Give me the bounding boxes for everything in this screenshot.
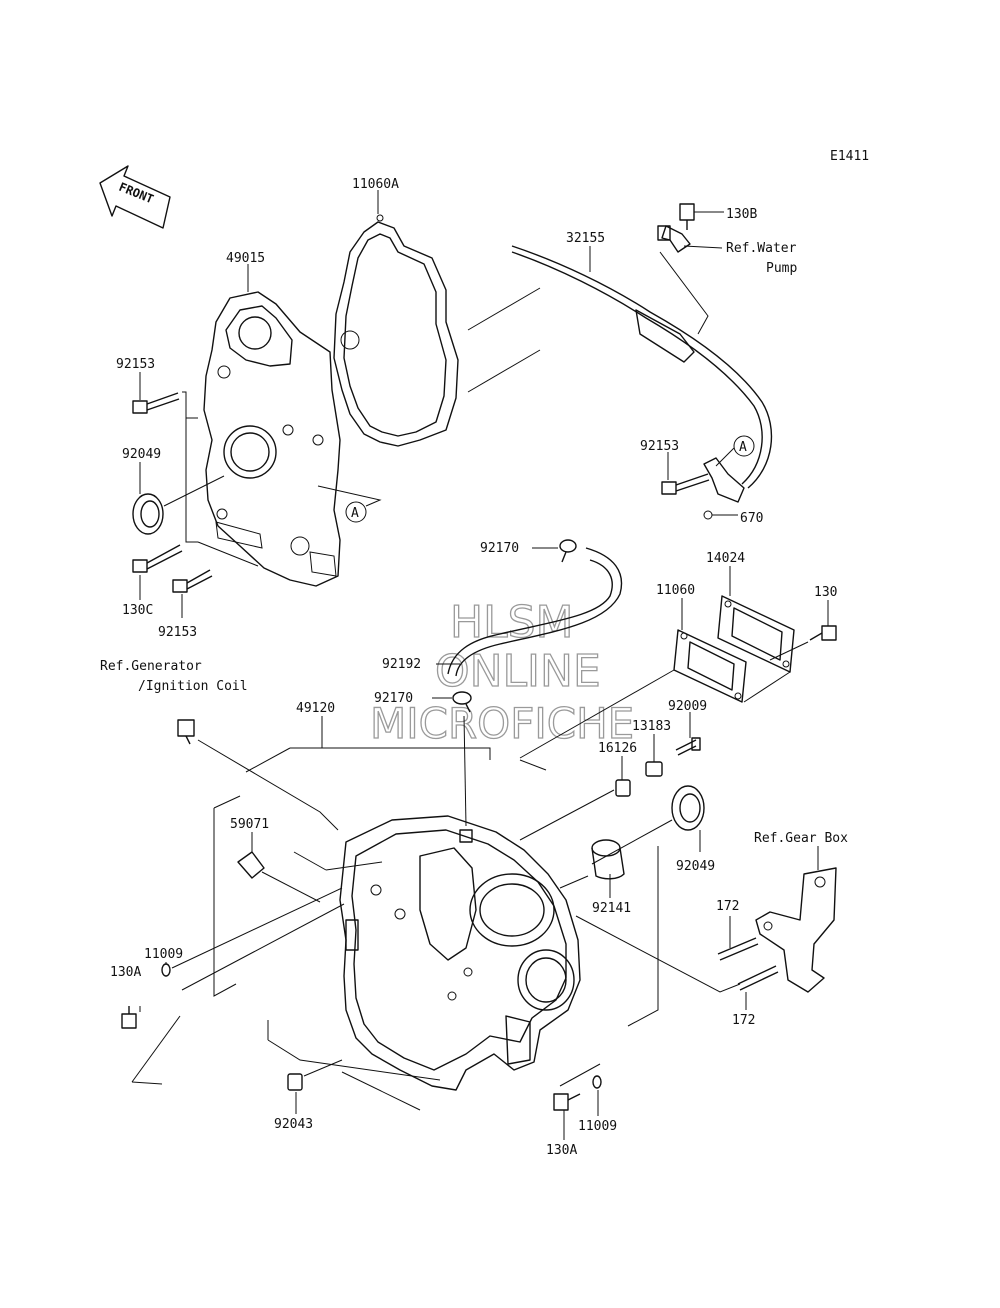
label-130c: 130C [122,603,153,618]
clamp-ref-water-pump [657,225,691,253]
label-92049-a: 92049 [122,447,161,462]
front-label: FRONT [117,180,156,207]
washer-11009-left [161,963,171,977]
bolt-130 [809,625,837,641]
label-13183: 13183 [632,719,671,734]
label-92153-b: 92153 [640,439,679,454]
clamp-92170-upper [559,539,577,563]
label-172-b: 172 [732,1013,755,1028]
gasket-11060 [673,629,747,703]
watermark-line3: MICROFICHE [370,699,634,748]
label-11060: 11060 [656,583,695,598]
gasket-14024 [717,595,795,673]
label-11060a: 11060A [352,177,399,192]
label-130a-a: 130A [110,965,141,980]
label-172-a: 172 [716,899,739,914]
callout-a-left: A [351,506,359,521]
hose-92192 [447,547,623,677]
dowel-92043 [287,1073,303,1091]
label-59071: 59071 [230,817,269,832]
label-92170-a: 92170 [480,541,519,556]
oil-screen-59071 [237,851,265,879]
label-670: 670 [740,511,763,526]
stud-172-upper [717,937,759,961]
label-ref-gear-box: Ref.Gear Box [754,831,848,846]
bolt-92153-lower [172,569,213,593]
clamp-92170-lower [452,691,472,713]
bolt-130b [679,203,695,230]
bolt-92153-upper [132,392,180,414]
bolt-92153-right [661,473,710,495]
label-49015: 49015 [226,251,265,266]
callout-a-right: A [739,440,747,455]
label-49120: 49120 [296,701,335,716]
front-cover-49015 [203,291,341,587]
watermark: HLSM ONLINE MICROFICHE [369,596,634,748]
bolt-130c [132,544,183,573]
label-92009: 92009 [668,699,707,714]
diagram-code: E1411 [830,149,869,164]
bracket-670 [703,457,745,520]
label-92043: 92043 [274,1117,313,1132]
label-92141: 92141 [592,901,631,916]
label-92153-c: 92153 [158,625,197,640]
pipe-32155 [511,245,773,489]
label-11009-a: 11009 [144,947,183,962]
bracket-ref-gear-box [755,867,837,993]
oil-seal-92049-left [132,493,164,535]
watermark-line2: ONLINE [435,646,601,697]
watermark-line1: HLSM [450,597,574,648]
screw-92009 [675,737,701,756]
label-ref-water-1: Ref.Water [726,241,797,256]
label-92170-b: 92170 [374,691,413,706]
label-32155: 32155 [566,231,605,246]
label-130a-b: 130A [546,1143,577,1158]
part-labels: 11060A 49015 32155 130B Ref.Water Pump 9… [100,177,848,1158]
bolt-130a-right [553,1093,581,1111]
stud-172-lower [737,965,779,991]
bolt-130a-left [121,1006,137,1029]
oil-seal-92049-right [671,785,705,831]
plug-ref-generator [177,719,195,745]
label-14024: 14024 [706,551,745,566]
front-arrow-icon: FRONT [99,165,171,229]
dowel-13183 [645,761,663,777]
label-ref-generator-2: /Ignition Coil [138,679,248,694]
label-92049-b: 92049 [676,859,715,874]
crankcase-49120 [339,815,581,1091]
gasket-11060a [333,214,459,447]
label-130: 130 [814,585,837,600]
label-11009-b: 11009 [578,1119,617,1134]
bushing-92141 [591,839,625,880]
label-130b: 130B [726,207,757,222]
label-ref-generator-1: Ref.Generator [100,659,202,674]
label-ref-water-2: Pump [766,261,797,276]
washer-11009-right [592,1075,602,1089]
label-92192: 92192 [382,657,421,672]
label-16126: 16126 [598,741,637,756]
dowel-16126 [615,779,631,797]
label-92153-a: 92153 [116,357,155,372]
